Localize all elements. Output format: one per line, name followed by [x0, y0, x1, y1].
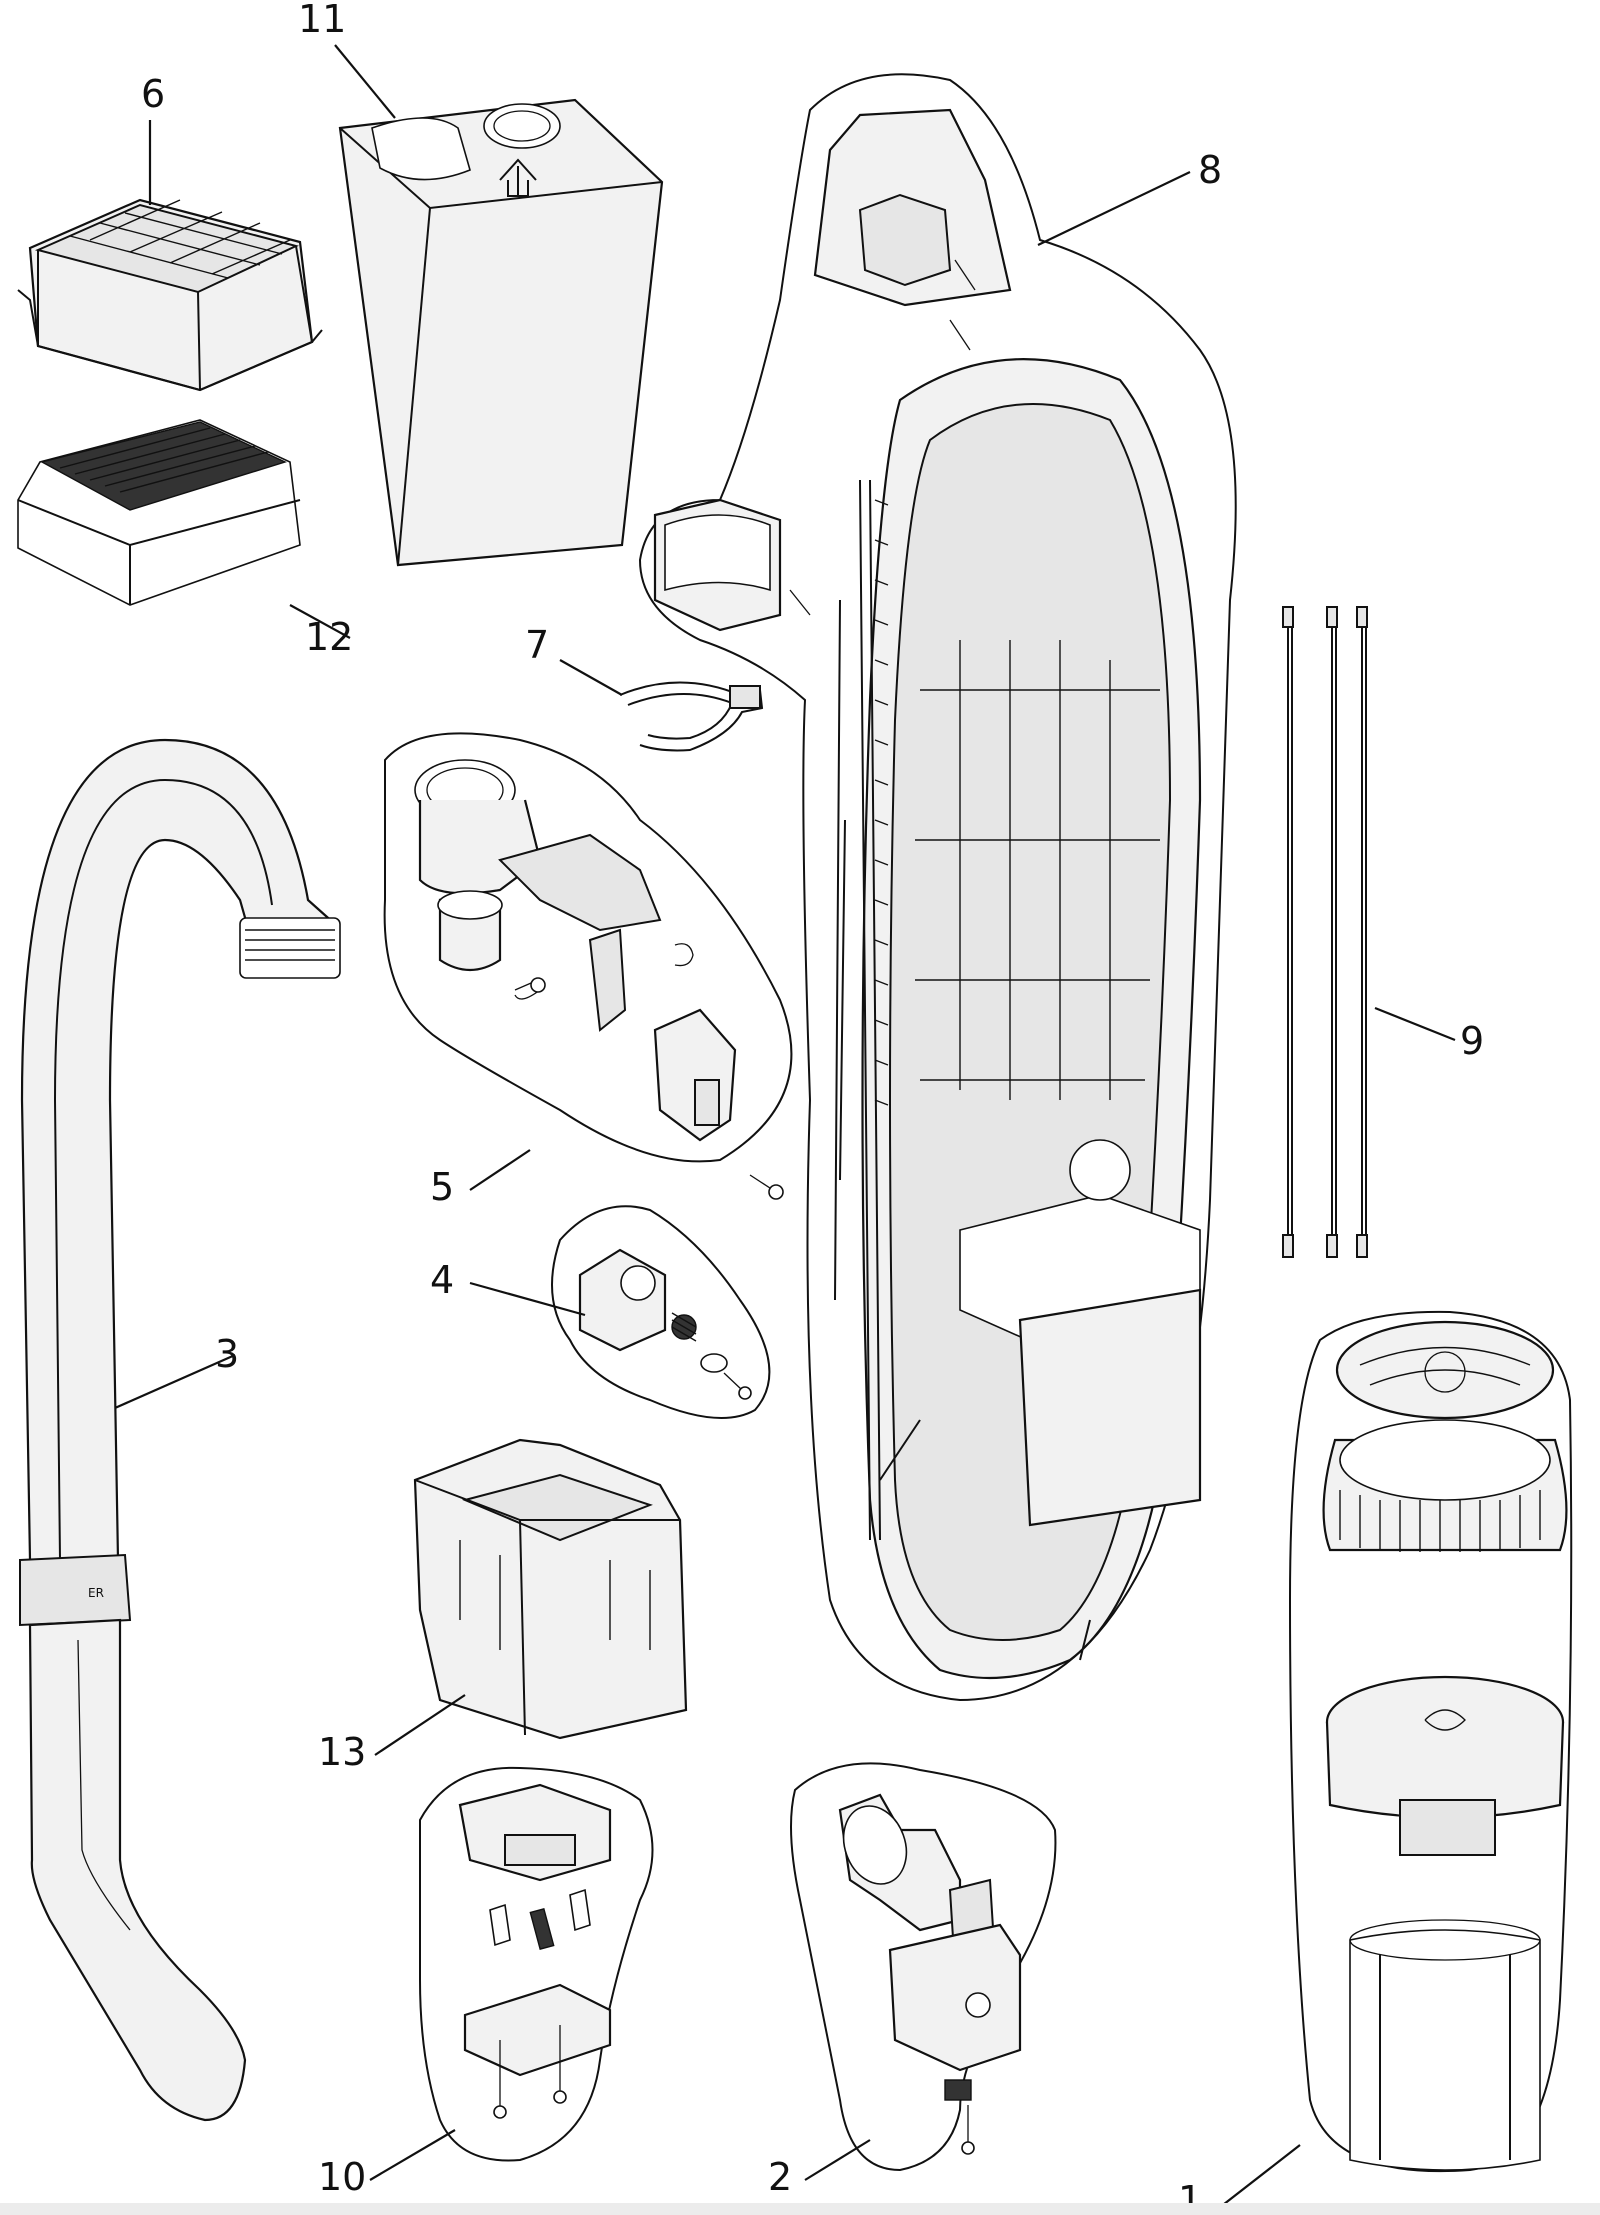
- leader-lines: [114, 44, 1456, 2215]
- part-12-pleated-filter[interactable]: [17, 419, 301, 606]
- part-2-valve-housing[interactable]: [790, 1762, 1057, 2172]
- label-6: 6: [141, 72, 165, 116]
- part-3-hose[interactable]: ER: [19, 738, 341, 2122]
- label-9: 9: [1460, 1019, 1484, 1063]
- label-7: 7: [525, 623, 549, 667]
- part-8-main-body[interactable]: [638, 73, 1237, 1702]
- part-11-dust-bag[interactable]: [338, 98, 664, 567]
- part-labels: 11 6 12 7 8 9 5 4 3 13 10 2 1: [141, 0, 1484, 2215]
- part-10-switch-assembly[interactable]: [419, 1766, 654, 2162]
- label-12: 12: [305, 615, 353, 659]
- part-5-nozzle-assembly[interactable]: [383, 732, 793, 1200]
- bottom-scroll-strip: [0, 2203, 1600, 2215]
- part-13-motor-cover[interactable]: [413, 1438, 688, 1740]
- label-3: 3: [215, 1332, 239, 1376]
- label-8: 8: [1198, 148, 1222, 192]
- label-5: 5: [430, 1165, 454, 1209]
- part-9-wire-leads[interactable]: [1282, 606, 1368, 1258]
- label-11: 11: [298, 0, 346, 41]
- label-10: 10: [318, 2155, 366, 2199]
- label-13: 13: [318, 1730, 366, 1774]
- part-6-filter-grille[interactable]: [17, 198, 323, 392]
- label-2: 2: [768, 2155, 792, 2199]
- svg-text:ER: ER: [88, 1586, 104, 1600]
- part-7-clip-ring[interactable]: [619, 681, 764, 752]
- part-4-latch-assembly[interactable]: [551, 1205, 771, 1419]
- part-1-motor-assembly[interactable]: [1288, 1310, 1573, 2173]
- label-4: 4: [430, 1258, 454, 1302]
